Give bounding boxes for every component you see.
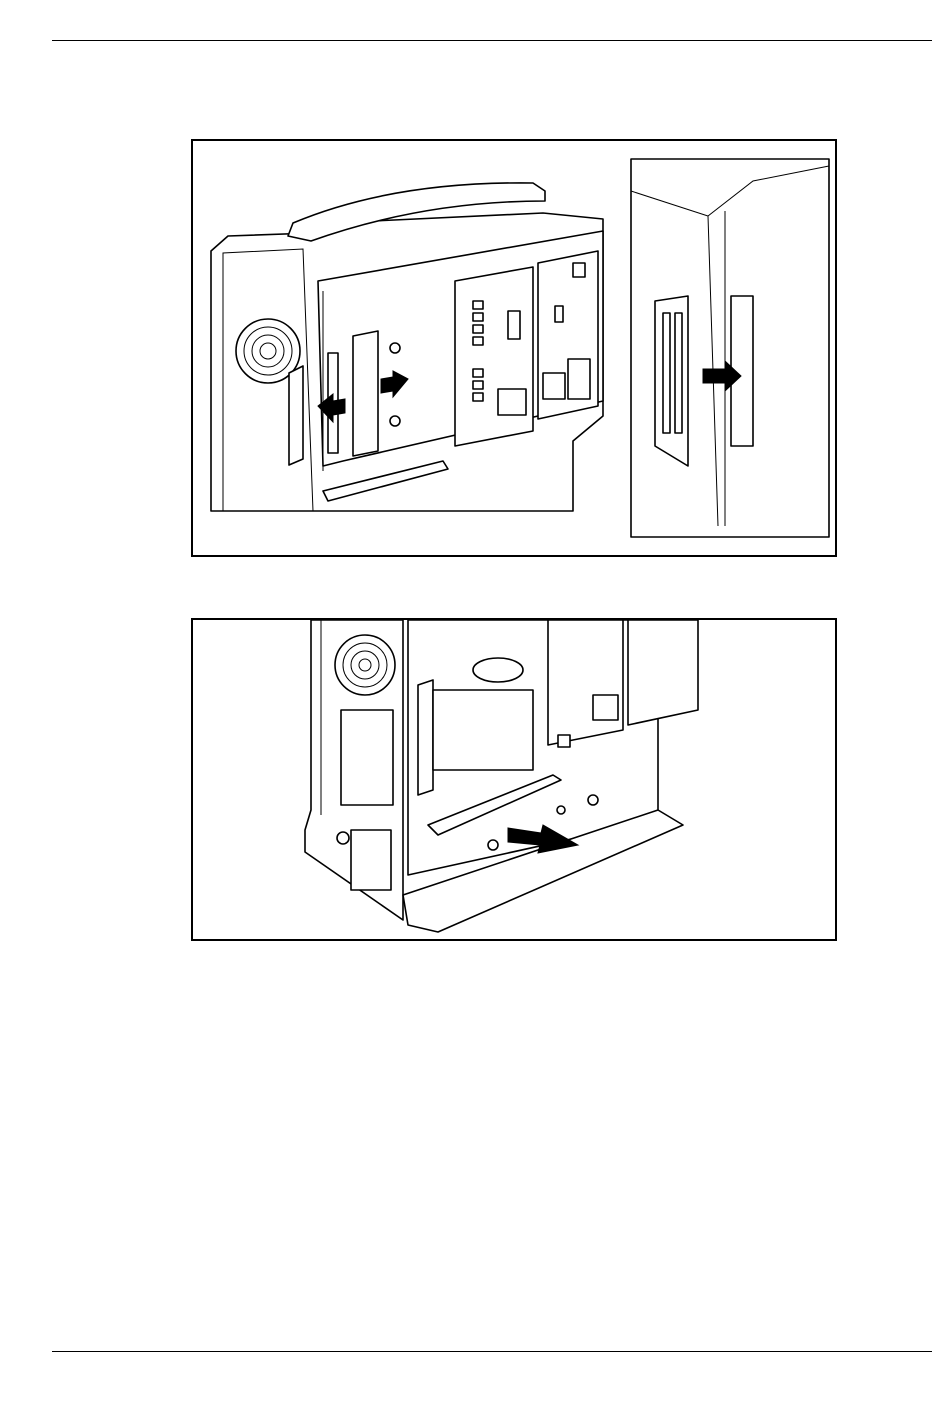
header-rule: [52, 40, 932, 41]
riser-board: [418, 680, 433, 795]
screw-icon: [488, 840, 498, 850]
screw-icon: [390, 416, 400, 426]
cover-plate: [289, 366, 303, 465]
drive-cage: [433, 690, 533, 770]
adjacent-card: [628, 620, 698, 725]
power-socket: [351, 830, 391, 890]
drive-bay: [341, 710, 393, 805]
illustration-figure-1: [191, 139, 837, 557]
fan-icon: [335, 635, 395, 695]
illustration-figure-2: [191, 618, 837, 941]
footer-rule: [52, 1351, 932, 1352]
slot-bracket: [353, 331, 378, 456]
inset-bracket: [655, 296, 688, 466]
capacitor: [473, 658, 523, 682]
power-switch-icon: [337, 832, 349, 844]
screw-icon: [390, 343, 400, 353]
screw-icon: [557, 806, 565, 814]
figure-1-drawing: [193, 141, 835, 555]
screw-icon: [588, 795, 598, 805]
figure-2-drawing: [193, 620, 835, 939]
expansion-card: [548, 620, 623, 745]
main-board: [455, 267, 533, 446]
